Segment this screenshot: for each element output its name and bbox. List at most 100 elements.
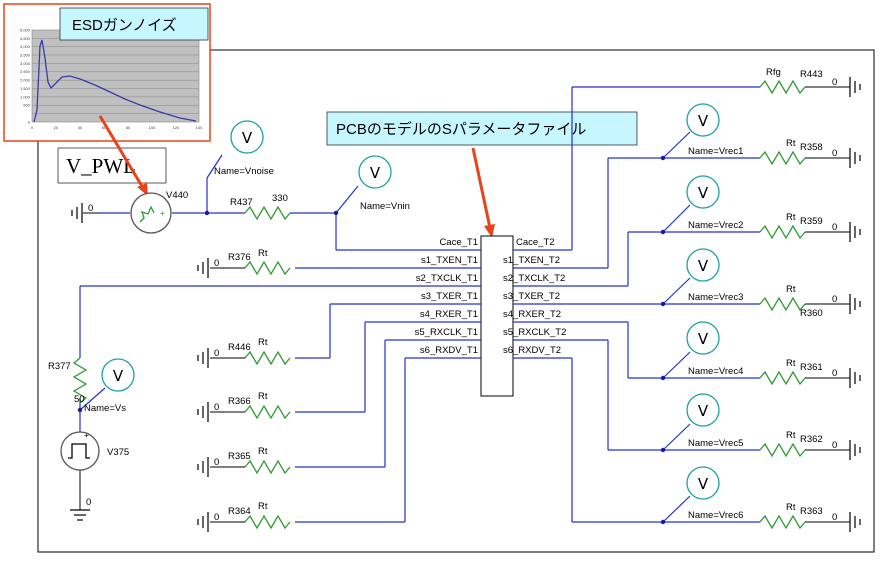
vrec6-label: Name=Vrec6 — [688, 510, 743, 521]
voltmeter-vrec2[interactable]: V — [686, 175, 720, 209]
y-tick: 4,500 — [20, 36, 31, 41]
port-label: s3_TXER_T1 — [421, 291, 478, 302]
resistor-r365 — [244, 459, 291, 475]
v440-label: V440 — [166, 190, 188, 201]
rt-label: Rt — [786, 212, 796, 223]
ground-icon — [849, 512, 861, 532]
vpwl-box — [57, 147, 167, 184]
r359-label: R359 — [800, 216, 823, 227]
rt-label: Rt — [786, 358, 796, 369]
vrec5-label: Name=Vrec5 — [688, 438, 743, 449]
ground-icon — [197, 348, 209, 368]
voltmeter-vrec6[interactable]: V — [686, 466, 720, 500]
r366-label: R366 — [228, 396, 251, 407]
r363-label: R363 — [800, 506, 823, 517]
svg-text:0: 0 — [214, 457, 219, 468]
sparam-box — [326, 111, 638, 146]
esd-title-box — [59, 7, 209, 41]
rt-label: Rt — [786, 502, 796, 513]
rt-label: Rt — [258, 391, 268, 402]
voltmeter-vrec1[interactable]: V — [686, 103, 720, 137]
resistor-r446 — [244, 350, 291, 366]
port-label: Cace_T2 — [516, 237, 555, 248]
svg-text:0: 0 — [86, 497, 91, 508]
voltmeter-vnoise[interactable]: V — [230, 120, 264, 154]
r376-label: R376 — [228, 252, 251, 263]
r360-label: R360 — [800, 308, 823, 319]
svg-text:V: V — [242, 129, 253, 147]
rt-label: Rt — [786, 284, 796, 295]
vrec4-label: Name=Vrec4 — [688, 366, 743, 377]
svg-text:V: V — [698, 330, 709, 348]
r377-label: R377 — [48, 361, 71, 372]
ground-icon — [197, 457, 209, 477]
r437-label: R437 — [230, 197, 253, 208]
x-tick: 100 — [149, 125, 156, 130]
svg-text:0: 0 — [832, 148, 837, 159]
r361-label: R361 — [800, 362, 823, 373]
x-tick: 80 — [126, 125, 131, 130]
resistor-stubs — [83, 86, 850, 523]
x-tick: 120 — [173, 125, 180, 130]
v375-label: V375 — [107, 447, 129, 458]
svg-text:V: V — [370, 164, 381, 182]
x-tick: 60 — [102, 125, 107, 130]
rt-label: Rt — [786, 430, 796, 441]
port-label: s5_RXCLK_T2 — [503, 327, 566, 338]
resistor-r362 — [759, 442, 806, 458]
voltmeter-vrec4[interactable]: V — [686, 321, 720, 355]
rt-label: Rt — [258, 446, 268, 457]
y-tick: 2,500 — [20, 69, 31, 74]
ground-icon — [849, 440, 861, 460]
ground-icon — [849, 222, 861, 242]
resistor-r437 — [244, 205, 291, 221]
vrec3-label: Name=Vrec3 — [688, 292, 743, 303]
x-tick: 40 — [78, 125, 83, 130]
svg-text:V: V — [698, 402, 709, 420]
y-tick: 3,000 — [20, 61, 31, 66]
ground-icon — [849, 77, 861, 97]
svg-text:0: 0 — [214, 258, 219, 269]
svg-text:+: + — [160, 208, 165, 218]
rt-label: Rt — [786, 138, 796, 149]
resistor-r359 — [759, 224, 806, 240]
pulse-source-v375[interactable]: + — [60, 430, 100, 471]
port-label: s6_RXDV_T2 — [503, 345, 561, 356]
r437-value: 330 — [272, 193, 288, 204]
r443-label: R443 — [800, 69, 823, 80]
svg-text:V: V — [113, 367, 124, 385]
port-label: s6_RXDV_T1 — [420, 345, 478, 356]
rt-label: Rt — [258, 248, 268, 259]
voltmeter-vnin[interactable]: V — [358, 155, 392, 189]
x-tick: 20 — [54, 125, 59, 130]
ground-icon — [70, 509, 90, 521]
svg-text:+: + — [84, 430, 89, 440]
sparam-block[interactable] — [480, 235, 514, 397]
r446-label: R446 — [228, 342, 251, 353]
annotation-arrows — [98, 115, 495, 238]
port-label: s1_TXEN_T2 — [503, 255, 560, 266]
rt-label: Rt — [258, 337, 268, 348]
voltmeter-vrec5[interactable]: V — [686, 393, 720, 427]
ground-icon — [197, 512, 209, 532]
y-tick: 0 — [28, 120, 31, 125]
pwl-source-v440[interactable]: + — [130, 192, 172, 234]
voltmeter-vrec3[interactable]: V — [686, 248, 720, 282]
resistor-r366 — [244, 404, 291, 420]
resistor-r364 — [244, 514, 291, 530]
rt-label: Rt — [258, 501, 268, 512]
resistors — [72, 79, 806, 530]
svg-text:0: 0 — [832, 512, 837, 523]
r365-label: R365 — [228, 451, 251, 462]
resistor-r360 — [759, 296, 806, 312]
voltmeter-vs[interactable]: V — [101, 358, 135, 392]
junctions — [77, 155, 666, 525]
svg-text:0: 0 — [88, 203, 93, 214]
sparam-label: PCBのモデルのSパラメータファイル — [336, 120, 586, 138]
esd-noise-curve — [33, 39, 197, 123]
y-tick: 4,000 — [20, 44, 31, 49]
svg-text:V: V — [698, 184, 709, 202]
y-tick: 5,000 — [20, 28, 31, 33]
r362-label: R362 — [800, 434, 823, 445]
